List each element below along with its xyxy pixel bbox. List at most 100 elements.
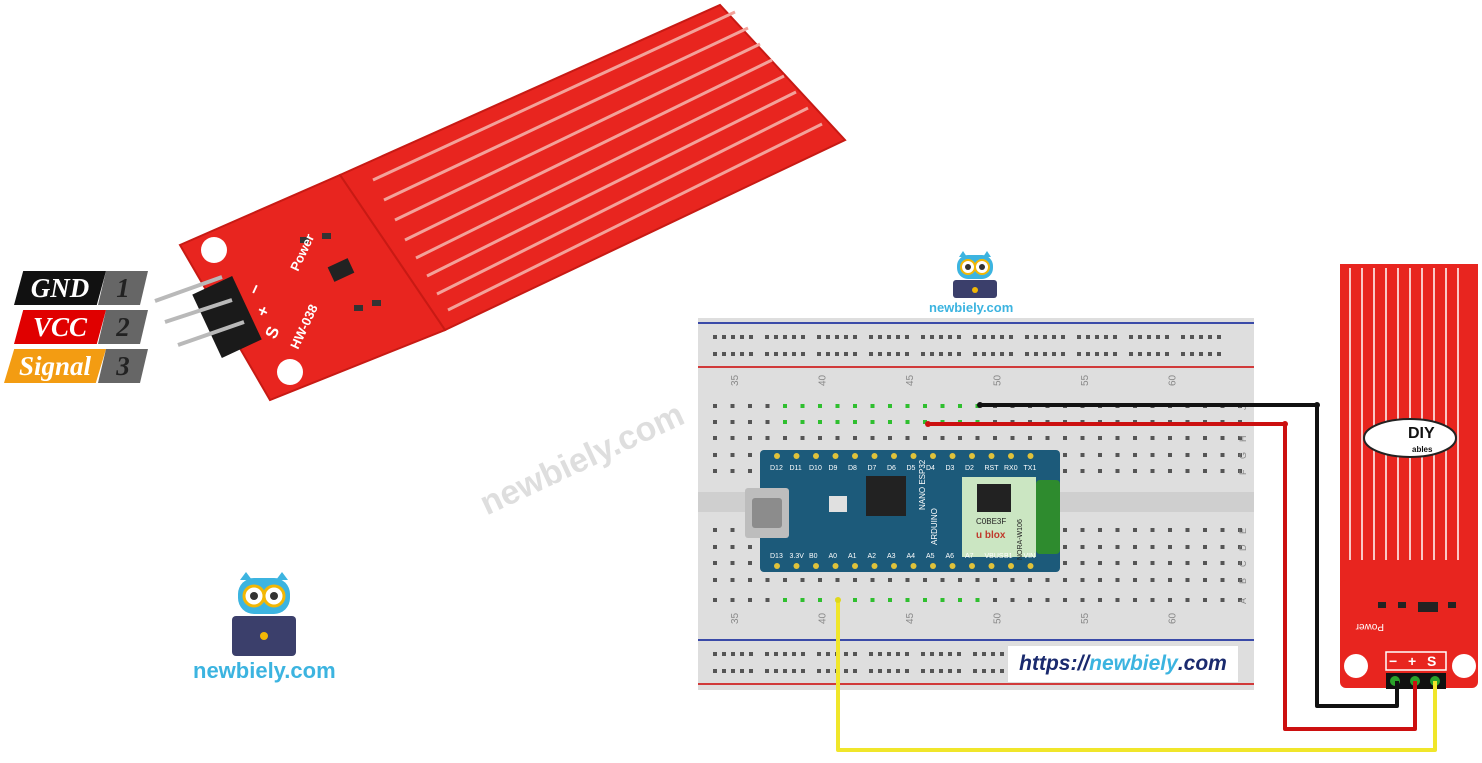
board-bottom-pin-pad [793, 563, 800, 569]
board-top-pin-pad [949, 453, 956, 459]
module-logo-main: DIY [1408, 425, 1435, 442]
diyables-logo-badge [1363, 418, 1457, 458]
board-top-pin-label: TX1 [1024, 465, 1037, 472]
board-top-pin-pad [910, 453, 917, 459]
url-domain: newbiely [1089, 652, 1178, 675]
url-banner: https://newbiely.com [1007, 645, 1239, 683]
pin-label-gnd: GND 1 [14, 271, 148, 305]
water-sensor-photo: HW-038 Power S + − [154, 3, 847, 402]
column-number-top-2: 45 [905, 374, 916, 386]
board-top-pin-label: D5 [907, 465, 916, 472]
row-letter-D: D [1238, 544, 1248, 551]
board-bottom-pin-pad [852, 563, 858, 569]
board-top-pin-pad [852, 453, 858, 459]
board-top-pin-pad [774, 453, 780, 459]
column-number-bottom-2: 45 [905, 612, 916, 624]
water-sensor-module: DIY ables Power − + S [1340, 264, 1478, 689]
board-bottom-pin-label: A5 [926, 553, 935, 560]
board-bottom-pin-label: VIN [1024, 553, 1036, 560]
owl-logo-left [232, 572, 296, 656]
mcu-chip [866, 476, 906, 516]
board-bottom-pin-label: D13 [770, 553, 783, 560]
board-bottom-pin-label: A7 [965, 553, 974, 560]
pin-name-signal: Signal [4, 349, 106, 383]
column-number-bottom-4: 55 [1080, 612, 1091, 624]
column-number-top-3: 50 [993, 374, 1004, 386]
wire-signal-yellow [836, 600, 1437, 752]
board-top-pin-label: D8 [848, 465, 857, 472]
board-top-pin-pad [891, 453, 897, 459]
pin-num-gnd: 1 [98, 271, 148, 305]
board-top-pin-pad [793, 453, 800, 459]
column-number-top-4: 55 [1080, 374, 1091, 386]
module-pin-s: S [1427, 653, 1436, 669]
column-number-top-5: 60 [1168, 374, 1179, 386]
pin-num-signal: 3 [98, 349, 148, 383]
board-bottom-pin-pad [949, 563, 956, 569]
row-letter-E: E [1238, 528, 1248, 534]
module-logo-sub: ables [1412, 445, 1433, 454]
board-bottom-pin-label: 3.3V [790, 553, 805, 560]
module-pin-plus: + [1408, 653, 1416, 669]
row-letter-C: C [1238, 560, 1248, 567]
board-bottom-pin-pad [891, 563, 897, 569]
chip-code-label: C0BE3F [976, 517, 1006, 526]
board-bottom-pin-pad [1027, 563, 1034, 569]
module-power-label: Power [1355, 621, 1384, 632]
wire-gnd-black [980, 403, 1399, 708]
board-bottom-pin-pad [969, 563, 975, 569]
url-prefix: https:// [1019, 652, 1090, 675]
row-letter-G: G [1238, 452, 1248, 459]
pin-num-vcc: 2 [98, 310, 148, 344]
url-suffix: .com [1177, 652, 1227, 675]
wires [835, 402, 1437, 752]
board-top-pin-pad [871, 453, 878, 459]
chip-model-label: NORA-W106 [1017, 519, 1024, 560]
board-bottom-pin-pad [871, 563, 878, 569]
pin-name-vcc: VCC [14, 310, 106, 344]
owl-logo-top [953, 251, 997, 298]
board-bottom-pin-label: A0 [829, 553, 838, 560]
board-top-pin-pad [1008, 453, 1014, 459]
board-bottom-pin-pad [813, 563, 819, 569]
board-bottom-pin-pad [988, 563, 995, 569]
column-number-bottom-3: 50 [993, 612, 1004, 624]
board-top-pin-pad [832, 453, 839, 459]
column-number-bottom-0: 35 [730, 612, 741, 624]
board-top-pin-pad [988, 453, 995, 459]
pin-label-vcc: VCC 2 [14, 310, 148, 344]
row-letter-A: A [1238, 598, 1248, 604]
board-top-pin-label: RST [985, 465, 1000, 472]
board-top-pin-label: RX0 [1004, 465, 1018, 472]
board-bottom-pin-pad [930, 563, 936, 569]
board-bottom-pin-pad [832, 563, 839, 569]
board-bottom-pin-label: A4 [907, 553, 916, 560]
board-bottom-pin-label: VBUS [985, 553, 1004, 560]
board-top-pin-label: D3 [946, 465, 955, 472]
board-name-label: NANO ESP32 [918, 459, 927, 510]
row-letter-J: J [1238, 406, 1248, 411]
board-top-pin-label: D6 [887, 465, 896, 472]
column-number-top-0: 35 [730, 374, 741, 386]
board-bottom-pin-pad [774, 563, 780, 569]
board-bottom-pin-pad [910, 563, 917, 569]
board-bottom-pin-label: B0 [809, 553, 818, 560]
board-top-pin-pad [930, 453, 936, 459]
row-letter-B: B [1238, 578, 1248, 584]
column-number-bottom-1: 40 [818, 612, 829, 624]
pin-name-gnd: GND [14, 271, 106, 305]
brand-text-left: newbiely.com [193, 658, 336, 683]
board-bottom-pin-label: A2 [868, 553, 877, 560]
board-bottom-pin-pad [1008, 563, 1014, 569]
wire-vcc-red [928, 422, 1417, 731]
board-top-pin-label: D9 [829, 465, 838, 472]
board-top-pin-label: D12 [770, 465, 783, 472]
module-pin-minus: − [1389, 653, 1397, 669]
column-number-bottom-5: 60 [1168, 612, 1179, 624]
pin-label-signal: Signal 3 [4, 349, 148, 383]
board-top-pin-label: D7 [868, 465, 877, 472]
board-bottom-pin-label: B1 [1004, 553, 1013, 560]
board-top-pin-pad [1027, 453, 1034, 459]
